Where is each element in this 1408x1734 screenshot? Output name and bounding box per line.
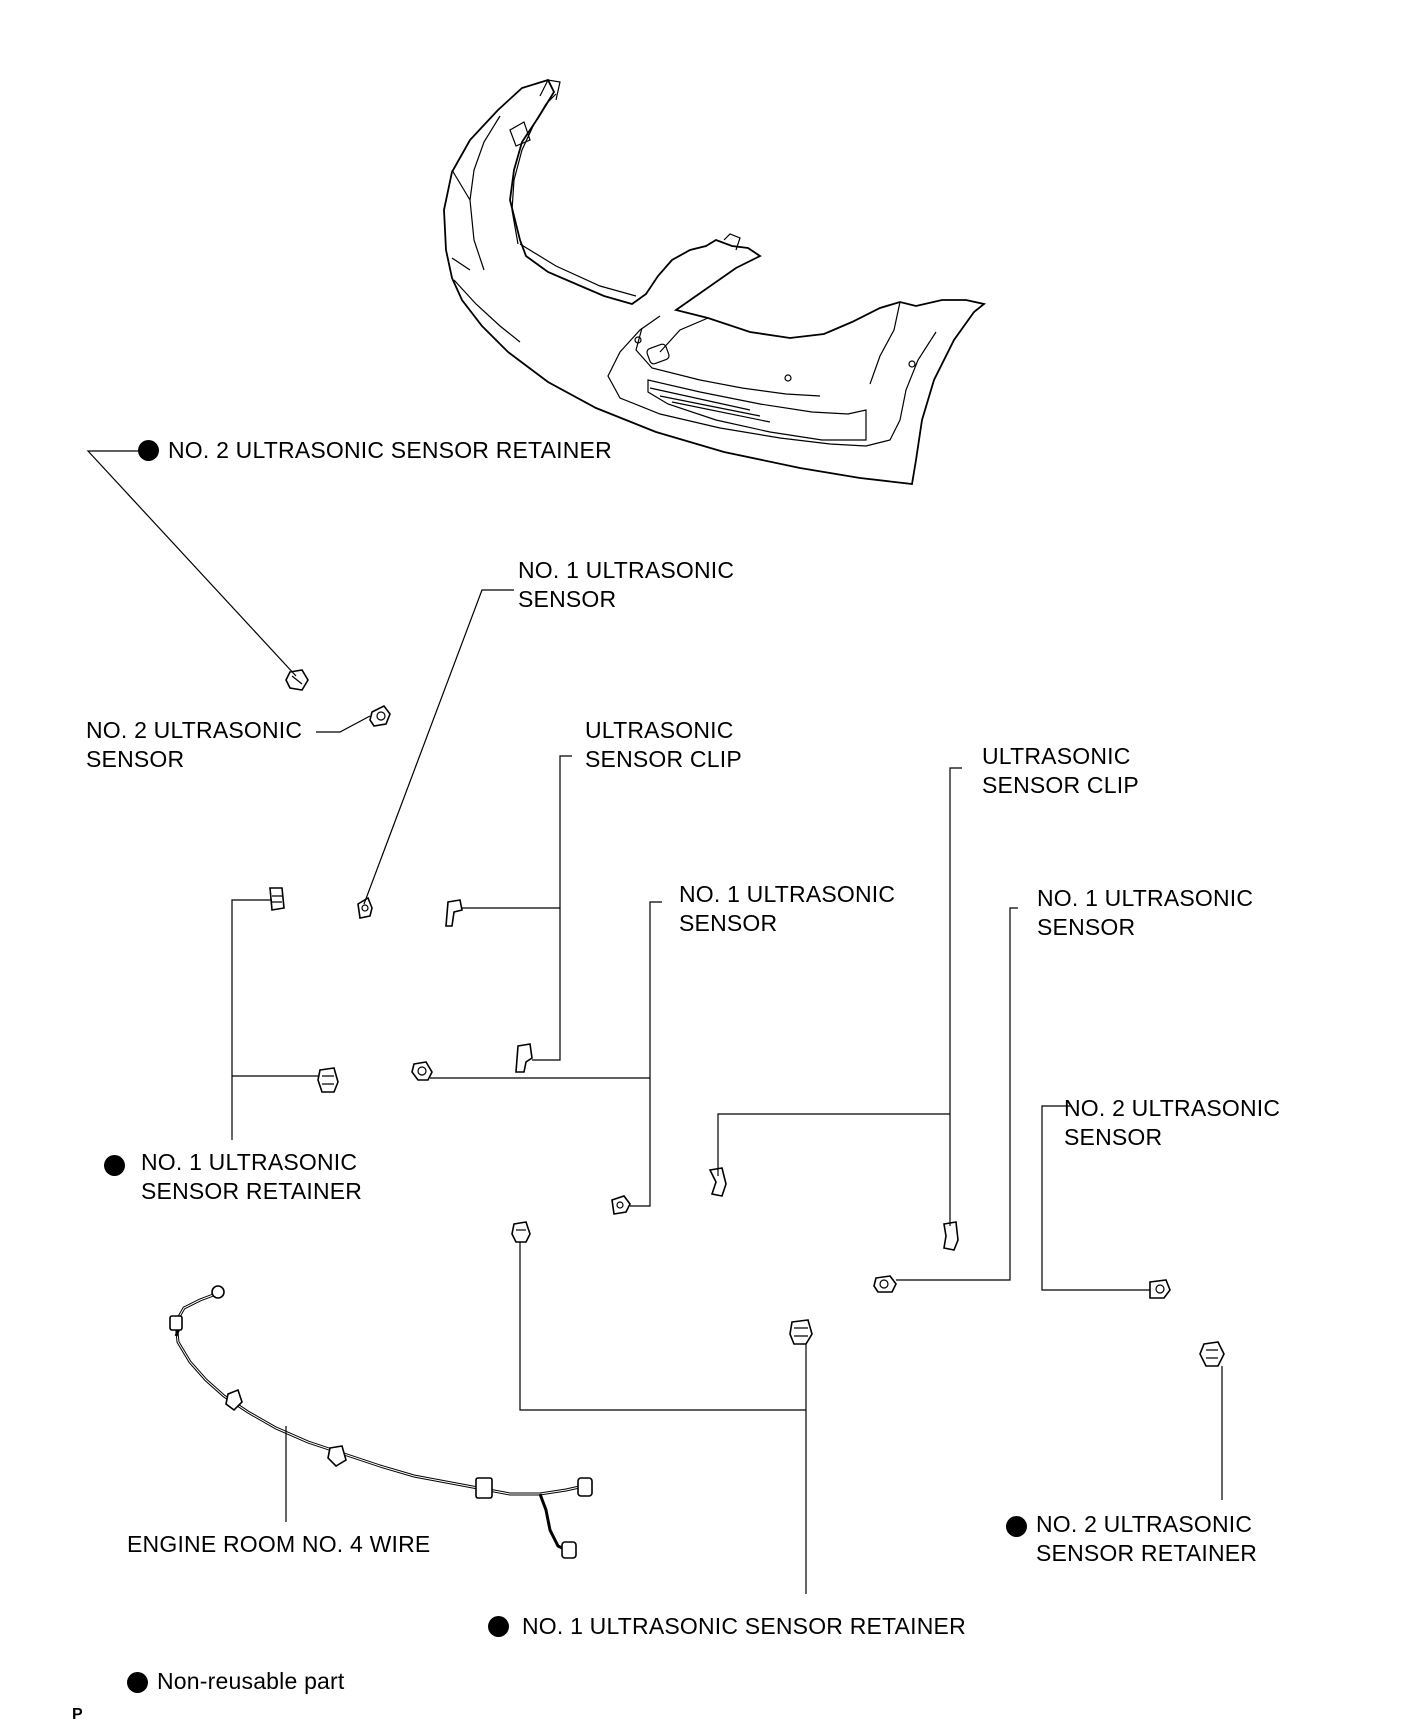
engine-room-no4-wire-part [169, 1285, 593, 1559]
no1-sensor-b-part [411, 1061, 433, 1081]
page-code: P [72, 1706, 83, 1723]
no2-retainer-right-part [1199, 1341, 1225, 1367]
leader-lines [86, 450, 1223, 1594]
no1-retainer-bottom-right-part [789, 1319, 813, 1345]
legend-non-reusable-part: Non-reusable part [157, 1668, 345, 1694]
no1-retainer-left-upper-part [269, 887, 285, 911]
no2-sensor-retainer-top-part [285, 669, 309, 691]
no2-sensor-right-part [1149, 1279, 1171, 1299]
no2-sensor-left-part [369, 704, 391, 727]
legend-dot-icon [127, 1672, 148, 1693]
clip-a-upper-part [445, 899, 463, 927]
clip-a-lower-part [515, 1043, 533, 1073]
non-reusable-dot [488, 1616, 509, 1637]
non-reusable-dot [1006, 1516, 1027, 1537]
label-no2-sensor-retainer-top: NO. 2 ULTRASONIC SENSOR RETAINER [168, 437, 612, 463]
label-engine-room-no4-wire: ENGINE ROOM NO. 4 WIRE [127, 1531, 431, 1557]
non-reusable-dot [104, 1155, 125, 1176]
no1-sensor-b-lower-part [611, 1195, 631, 1215]
no1-retainer-bottom-left-part [511, 1221, 531, 1243]
clip-b-right-part [943, 1221, 959, 1251]
no1-sensor-c-part [873, 1275, 897, 1293]
front-bumper-cover [443, 78, 987, 485]
clip-b-left-part [708, 1167, 727, 1197]
no1-retainer-left-lower-part [317, 1067, 339, 1093]
non-reusable-dot [138, 440, 159, 461]
label-no1-sensor-retainer-bottom: NO. 1 ULTRASONIC SENSOR RETAINER [522, 1613, 966, 1639]
